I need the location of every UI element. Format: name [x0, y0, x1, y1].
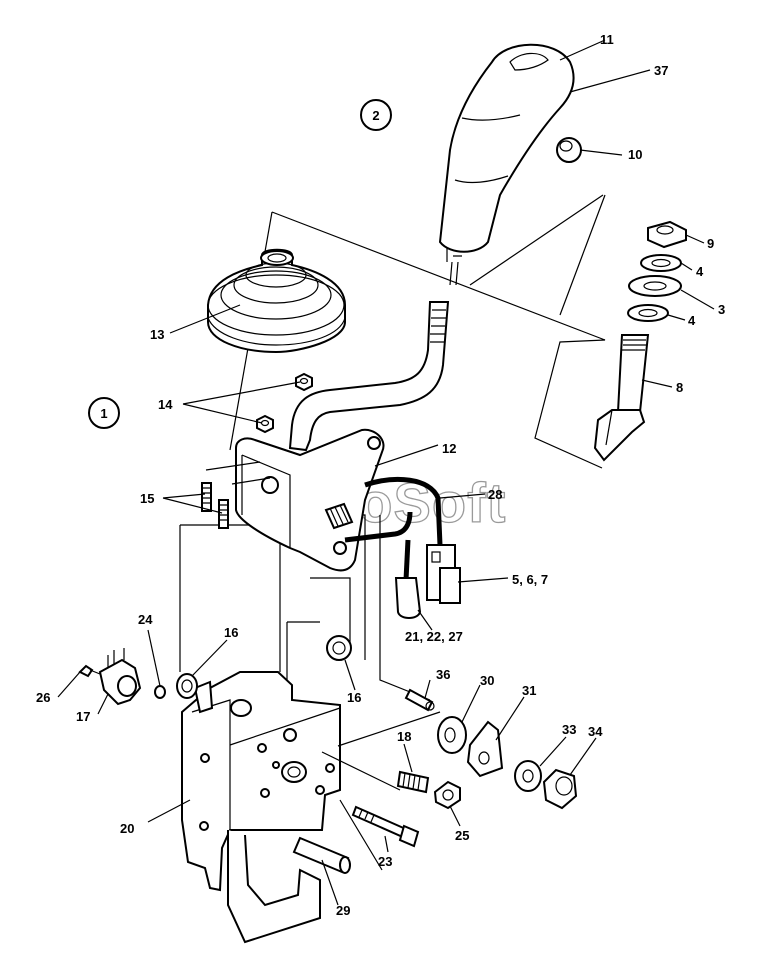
callout-12: 12	[442, 441, 456, 456]
view-label-1: 1	[100, 406, 107, 421]
callout-16b: 16	[347, 690, 361, 705]
callout-30: 30	[480, 673, 494, 688]
callout-33: 33	[562, 722, 576, 737]
callout-16a: 16	[224, 625, 238, 640]
callout-25: 25	[455, 828, 469, 843]
leader-lines	[57, 39, 715, 906]
part-10-cap	[556, 137, 582, 163]
switch-assembly	[78, 635, 352, 706]
callout-34: 34	[588, 724, 603, 739]
part-20-bracket	[181, 671, 341, 944]
callout-20: 20	[120, 821, 134, 836]
view-marker-1: 1	[88, 397, 120, 429]
bracket-plate	[235, 428, 385, 572]
callout-4b: 4	[688, 313, 696, 328]
callout-4a: 4	[696, 264, 704, 279]
callout-5-6-7: 5, 6, 7	[512, 572, 548, 587]
callout-31: 31	[522, 683, 536, 698]
callout-36: 36	[436, 667, 450, 682]
lever-knob	[438, 43, 575, 286]
callout-10: 10	[628, 147, 642, 162]
callout-13: 13	[150, 327, 164, 342]
part-15-studs	[201, 461, 271, 529]
callout-15: 15	[140, 491, 154, 506]
view-marker-2: 2	[360, 99, 392, 131]
wiring-harness	[344, 476, 461, 619]
view-label-2: 2	[372, 108, 379, 123]
callout-labels: 11 37 10 9 4 3 4 8 13 14 12 28 15 5, 6, …	[36, 32, 725, 918]
callout-9: 9	[707, 236, 714, 251]
callout-29: 29	[336, 903, 350, 918]
callout-17: 17	[76, 709, 90, 724]
callout-21-22-27: 21, 22, 27	[405, 629, 463, 644]
callout-3: 3	[718, 302, 725, 317]
callout-24: 24	[138, 612, 153, 627]
callout-11: 11	[600, 32, 614, 47]
callout-37: 37	[654, 63, 668, 78]
callout-23: 23	[378, 854, 392, 869]
callout-28: 28	[488, 487, 502, 502]
callout-18: 18	[397, 729, 411, 744]
callout-14: 14	[158, 397, 173, 412]
callout-8: 8	[676, 380, 683, 395]
rod-assembly	[593, 220, 687, 462]
callout-26: 26	[36, 690, 50, 705]
linkage-parts	[292, 688, 578, 874]
gear-lever-shaft	[288, 301, 450, 452]
part-13-boot	[207, 248, 346, 354]
